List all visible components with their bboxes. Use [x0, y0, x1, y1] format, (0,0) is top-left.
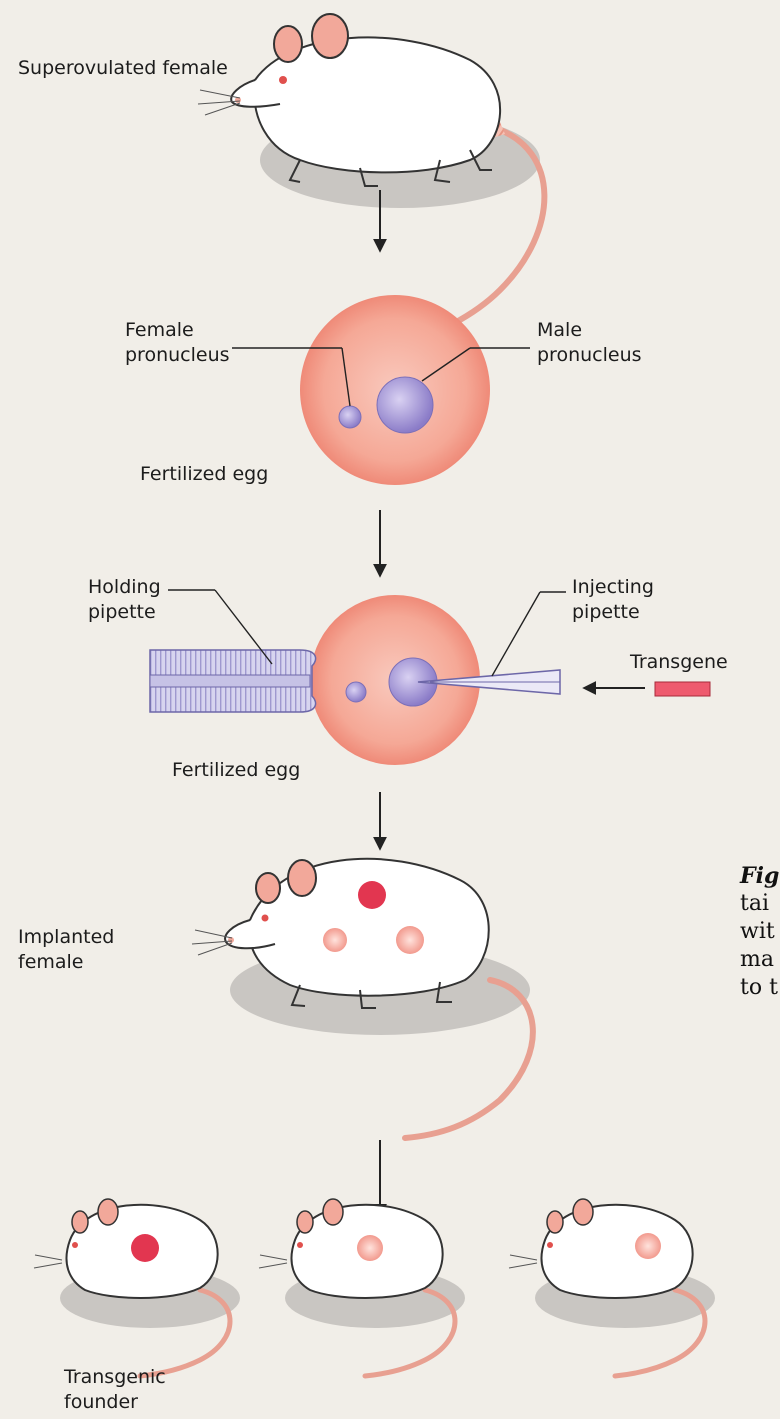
superovulated-female-mouse: [198, 14, 544, 345]
label-implanted-female: Implanted female: [18, 925, 128, 975]
caption-line-1: tai: [740, 890, 779, 918]
label-injecting-pipette: Injecting pipette: [572, 575, 682, 625]
label-male-pronucleus: Male pronucleus: [537, 318, 647, 368]
caption-line-3: ma: [740, 946, 779, 974]
label-superovulated-female: Superovulated female: [18, 56, 228, 81]
leader-injecting-pipette: [492, 592, 540, 676]
label-fertilized-egg-2: Fertilized egg: [172, 758, 300, 783]
fertilized-egg-1: [300, 295, 490, 485]
embryo-light-2: [396, 926, 424, 954]
male-pronucleus-1: [377, 377, 433, 433]
pup-spot-3: [635, 1233, 661, 1259]
female-pronucleus-2: [346, 682, 366, 702]
label-holding-pipette: Holding pipette: [88, 575, 178, 625]
implanted-female-mouse: [192, 859, 533, 1138]
nontransgenic-pup-3: [509, 1199, 715, 1376]
female-pronucleus-1: [339, 406, 361, 428]
label-fertilized-egg-1: Fertilized egg: [140, 462, 268, 487]
nontransgenic-pup-2: [259, 1199, 465, 1376]
embryo-dark-1: [358, 881, 386, 909]
label-transgene: Transgene: [630, 650, 728, 675]
caption-line-4: to t: [740, 974, 779, 1002]
label-female-pronucleus: Female pronucleus: [125, 318, 235, 368]
caption-line-2: wit: [740, 918, 779, 946]
caption-fragment: Fig tai wit ma to t: [740, 862, 779, 1002]
holding-pipette: [150, 650, 316, 712]
caption-title: Fig: [740, 862, 779, 890]
embryo-light-1: [323, 928, 347, 952]
label-transgenic-founder: Transgenic founder: [64, 1365, 174, 1415]
transgenic-founder-pup: [34, 1199, 240, 1376]
transgene-dna-fragment: [655, 682, 710, 696]
pup-spot-2: [357, 1235, 383, 1261]
pup-transgene-spot-1: [131, 1234, 159, 1262]
